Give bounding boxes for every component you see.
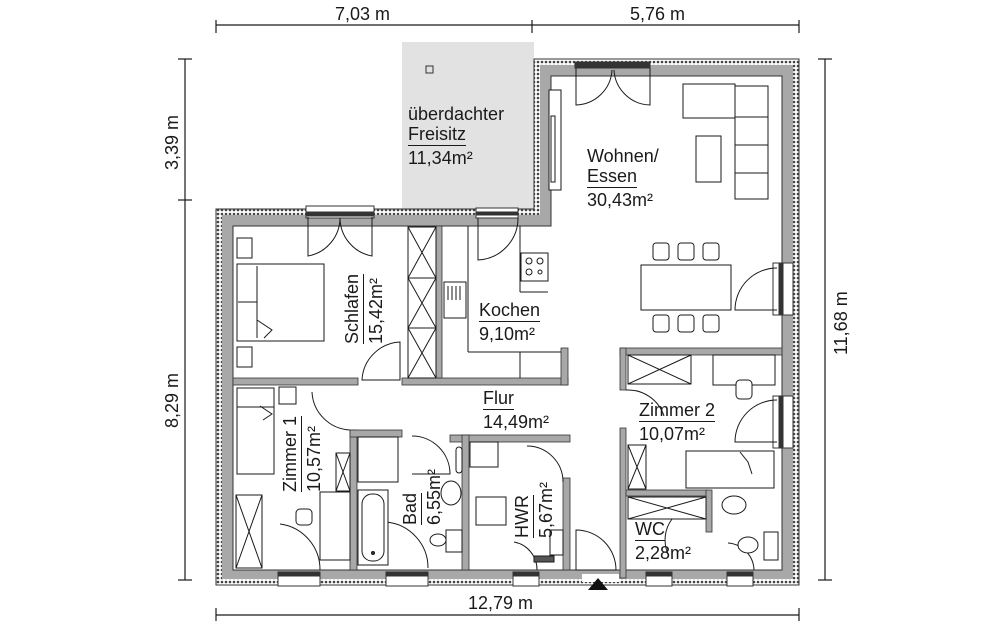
room-name: Bad xyxy=(400,492,422,525)
room-label-schlafen: Schlafen 15,42m² xyxy=(342,273,386,344)
chair xyxy=(735,379,753,400)
windows xyxy=(277,61,794,587)
room-name: Essen xyxy=(587,166,638,188)
sofa xyxy=(682,83,736,119)
single-bed xyxy=(685,450,775,489)
room-area: 9,10m² xyxy=(479,324,536,344)
room-area: 5,67m² xyxy=(536,481,556,538)
room-area: 2,28m² xyxy=(635,543,692,563)
interior-walls xyxy=(232,225,783,579)
shower xyxy=(357,436,399,483)
room-name: Kochen xyxy=(479,300,541,322)
furniture xyxy=(235,83,779,569)
room-area: 6,55m² xyxy=(424,468,444,525)
room-label-bad: Bad 6,55m² xyxy=(400,469,444,525)
single-bed xyxy=(236,387,275,475)
desk xyxy=(319,491,351,561)
room-label-kochen: Kochen 9,10m² xyxy=(479,300,541,344)
nightstand xyxy=(236,237,253,259)
stove xyxy=(520,252,549,282)
room-label-wohnen: Wohnen/ Essen 30,43m² xyxy=(587,146,659,210)
room-name: Zimmer 1 xyxy=(280,416,302,492)
chair xyxy=(295,508,313,526)
room-name: Schlafen xyxy=(342,273,364,344)
coffee-table xyxy=(695,135,722,183)
heating-unit xyxy=(533,555,555,563)
room-label-flur: Flur 14,49m² xyxy=(483,388,549,432)
room-area: 14,49m² xyxy=(483,412,550,432)
room-name-line: Wohnen/ xyxy=(587,146,659,166)
room-label-wc: WC 2,28m² xyxy=(635,519,691,563)
room-label-zimmer1: Zimmer 1 10,57m² xyxy=(280,416,324,492)
room-name-line: überdachter xyxy=(408,104,505,124)
room-area: 11,34m² xyxy=(408,148,473,168)
washbasin xyxy=(440,480,462,506)
terrace-post xyxy=(425,65,434,74)
dimension-left-top: 3,39 m xyxy=(162,114,182,170)
room-name: Zimmer 2 xyxy=(639,400,715,422)
room-name: Freisitz xyxy=(408,124,466,146)
room-label-hwr: HWR 5,67m² xyxy=(512,482,556,538)
dining-table xyxy=(640,264,732,311)
dimension-lines xyxy=(178,20,832,621)
terrace-area xyxy=(402,42,534,210)
dimension-right: 11,68 m xyxy=(831,291,851,355)
room-area: 15,42m² xyxy=(366,277,386,344)
washer xyxy=(475,496,507,526)
dimension-left-bottom: 8,29 m xyxy=(162,372,182,428)
sink xyxy=(443,281,467,319)
room-name: HWR xyxy=(512,495,534,538)
room-area: 10,07m² xyxy=(639,424,706,444)
toilet xyxy=(737,536,759,554)
room-name: Flur xyxy=(483,388,514,410)
room-name: WC xyxy=(635,519,665,541)
nightstand xyxy=(236,346,253,368)
dimension-top-left: 7,03 m xyxy=(335,4,391,24)
sofa xyxy=(734,85,769,200)
dimension-bottom: 12,79 m xyxy=(468,593,534,613)
entrance-arrow-icon xyxy=(588,578,608,590)
toilet xyxy=(429,533,447,547)
room-label-zimmer2: Zimmer 2 10,07m² xyxy=(639,400,715,444)
room-label-freisitz: überdachter Freisitz 11,34m² xyxy=(408,104,504,168)
room-area: 30,43m² xyxy=(587,190,654,210)
dimension-top-right: 5,76 m xyxy=(630,4,686,24)
washbasin xyxy=(721,495,747,515)
room-area: 10,57m² xyxy=(304,425,324,492)
door-swings xyxy=(279,68,778,571)
